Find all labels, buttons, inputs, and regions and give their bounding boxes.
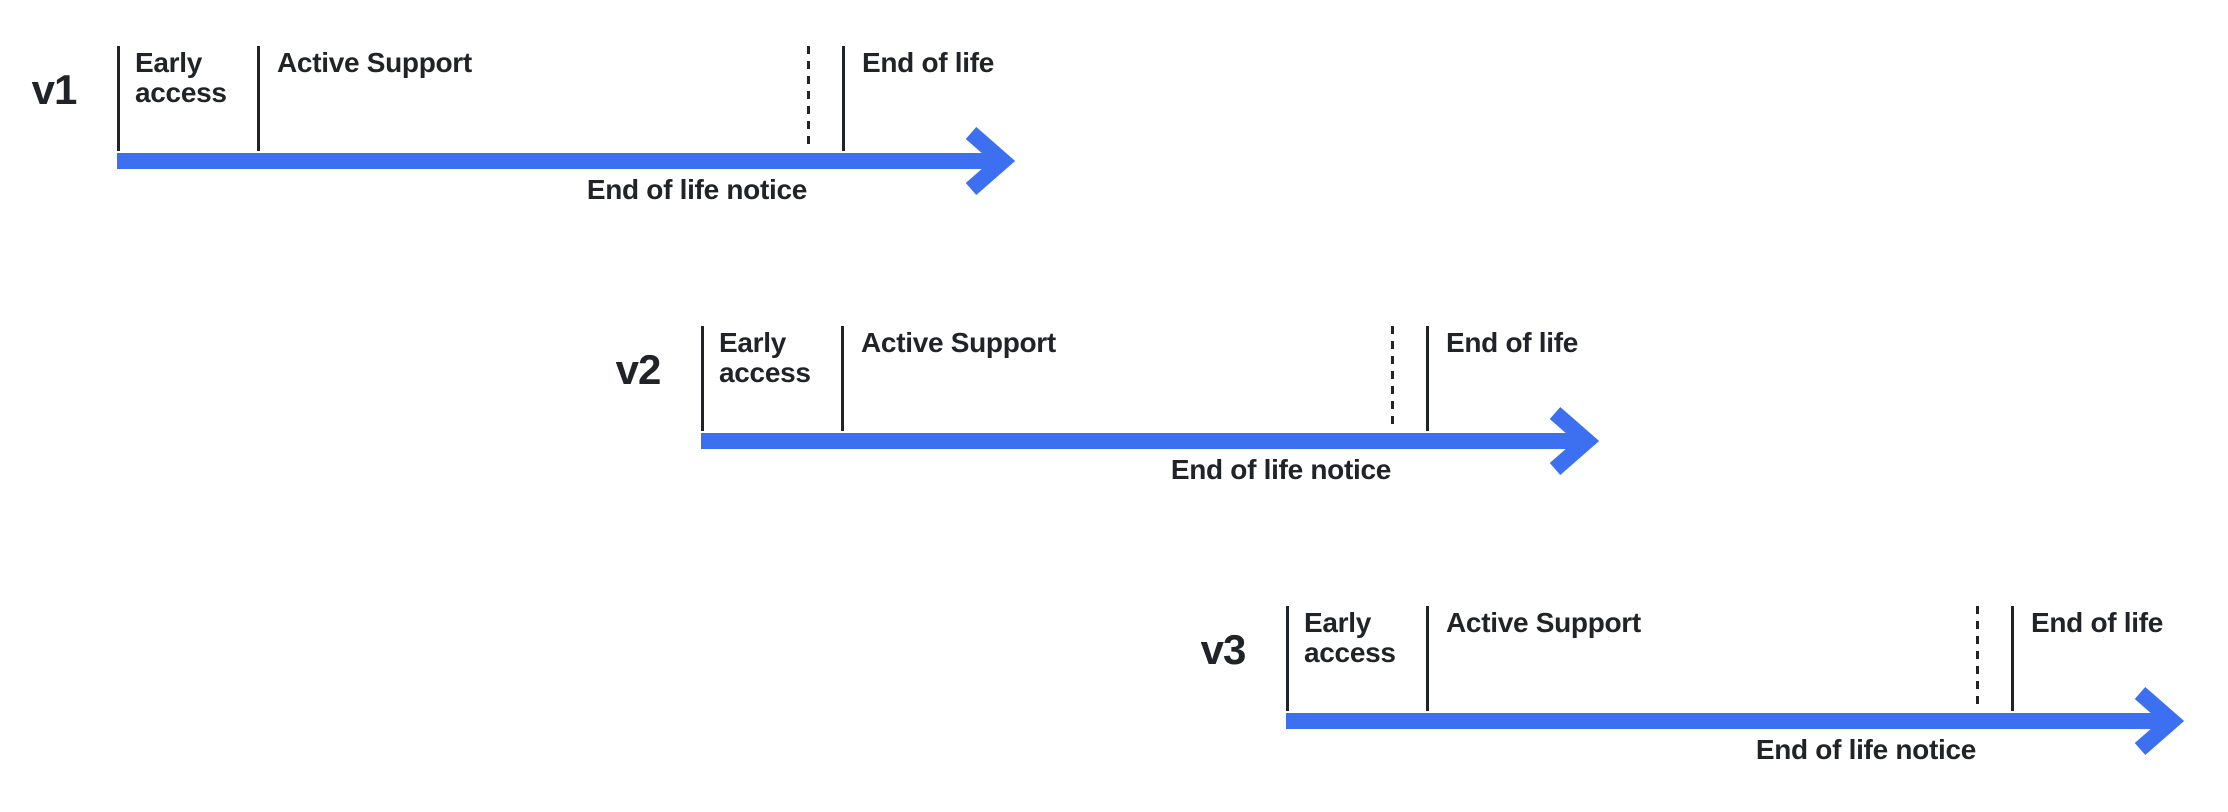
- end-of-life-label: End of life: [1446, 327, 1579, 358]
- early-access-label: Early access: [1304, 607, 1396, 668]
- early-access-start-tick: [117, 46, 120, 151]
- version-label: v1: [31, 66, 78, 113]
- active-support-start-tick: [841, 326, 844, 431]
- version-label: v3: [1200, 626, 1247, 673]
- timeline-arrow: [117, 126, 1016, 196]
- timeline-arrow: [701, 406, 1600, 476]
- early-access-start-tick: [701, 326, 704, 431]
- active-support-start-tick: [257, 46, 260, 151]
- early-access-label: Early access: [719, 327, 811, 388]
- active-support-start-tick: [1426, 606, 1429, 711]
- end-of-life-tick: [2011, 606, 2014, 711]
- timeline-v2: v2 Early access Active Support End of li…: [584, 326, 1689, 501]
- timeline-v3: v3 Early access Active Support End of li…: [1169, 606, 2228, 781]
- early-access-start-tick: [1286, 606, 1289, 711]
- timeline-arrow: [1286, 686, 2185, 756]
- end-of-life-label: End of life: [2031, 607, 2164, 638]
- arrow-head: [1549, 406, 1600, 476]
- eol-notice-dashed-tick: [807, 46, 810, 151]
- end-of-life-tick: [1426, 326, 1429, 431]
- end-of-life-notice-label: End of life notice: [1170, 454, 1391, 485]
- end-of-life-notice-label: End of life notice: [1755, 734, 1976, 765]
- arrow-head: [2134, 686, 2185, 756]
- active-support-label: Active Support: [861, 327, 1056, 358]
- active-support-label: Active Support: [277, 47, 472, 78]
- timeline-v1: v1 Early access Active Support End of li…: [0, 46, 1105, 221]
- end-of-life-tick: [842, 46, 845, 151]
- eol-notice-dashed-tick: [1976, 606, 1979, 711]
- end-of-life-notice-label: End of life notice: [586, 174, 807, 205]
- arrow-head: [965, 126, 1016, 196]
- active-support-label: Active Support: [1446, 607, 1641, 638]
- version-label: v2: [615, 346, 662, 393]
- end-of-life-label: End of life: [862, 47, 995, 78]
- early-access-label: Early access: [135, 47, 227, 108]
- eol-notice-dashed-tick: [1391, 326, 1394, 431]
